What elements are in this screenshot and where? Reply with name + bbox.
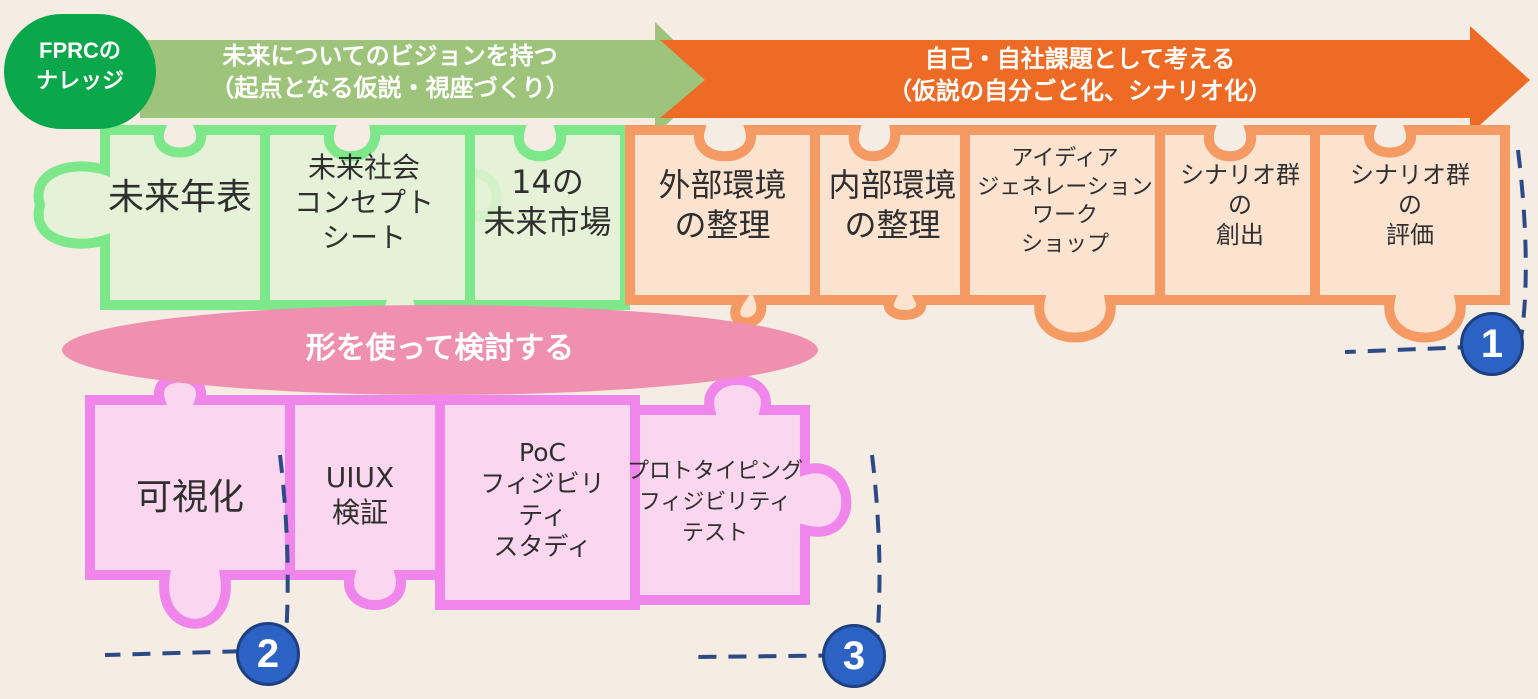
green-piece-1	[33, 125, 270, 310]
external-environment-label: 外部環境 の整理	[658, 166, 787, 244]
fprc-knowledge-label: FPRCの ナレッジ	[35, 38, 124, 93]
green-banner-arrow	[140, 22, 715, 135]
orange-puzzle-group	[625, 125, 1510, 343]
fourteen-future-markets-label: 14の 未来市場	[483, 163, 612, 241]
visualization-label: 可視化	[135, 477, 244, 518]
uiux-verification-label: UIUX 検証	[325, 461, 395, 529]
self-issue-banner-text: 自己・自社課題として考える （仮説の自分ごと化、シナリオ化）	[888, 45, 1272, 106]
future-timeline-label: 未来年表	[107, 177, 252, 218]
number-badge-1: 1	[1460, 312, 1524, 376]
shape-review-ellipse	[62, 305, 818, 395]
orange-banner-arrow	[660, 26, 1530, 134]
shape-review-label: 形を使って検討する	[305, 331, 575, 366]
scenario-evaluation-label: シナリオ群 の 評価	[1350, 161, 1470, 249]
future-society-concept-label: 未来社会 コンセプト シート	[293, 151, 434, 254]
green-piece-3	[465, 125, 630, 310]
vision-banner-text: 未来についてのビジョンを持つ （起点となる仮説・視座づくり）	[210, 42, 570, 103]
prototyping-feasibility-test-label: プロトタイピング フィジビリティ テスト	[626, 459, 803, 546]
idea-generation-workshop-label: アイディア ジェネレーション ワーク ショップ	[977, 146, 1153, 257]
orange-piece-5	[1310, 125, 1510, 343]
pink-piece-2	[285, 395, 445, 610]
internal-environment-label: 内部環境 の整理	[828, 166, 957, 244]
number-badge-2: 2	[236, 622, 300, 686]
pink-piece-4	[630, 375, 852, 605]
fprc-knowledge-badge	[4, 14, 156, 129]
poc-feasibility-study-label: PoC フィジビリ ティ スタディ	[480, 438, 605, 561]
orange-piece-4	[1155, 125, 1320, 305]
number-badge-3: 3	[822, 624, 886, 688]
scenario-creation-label: シナリオ群 の 創出	[1180, 161, 1300, 249]
orange-piece-3	[960, 125, 1165, 343]
green-puzzle-group	[33, 125, 630, 333]
